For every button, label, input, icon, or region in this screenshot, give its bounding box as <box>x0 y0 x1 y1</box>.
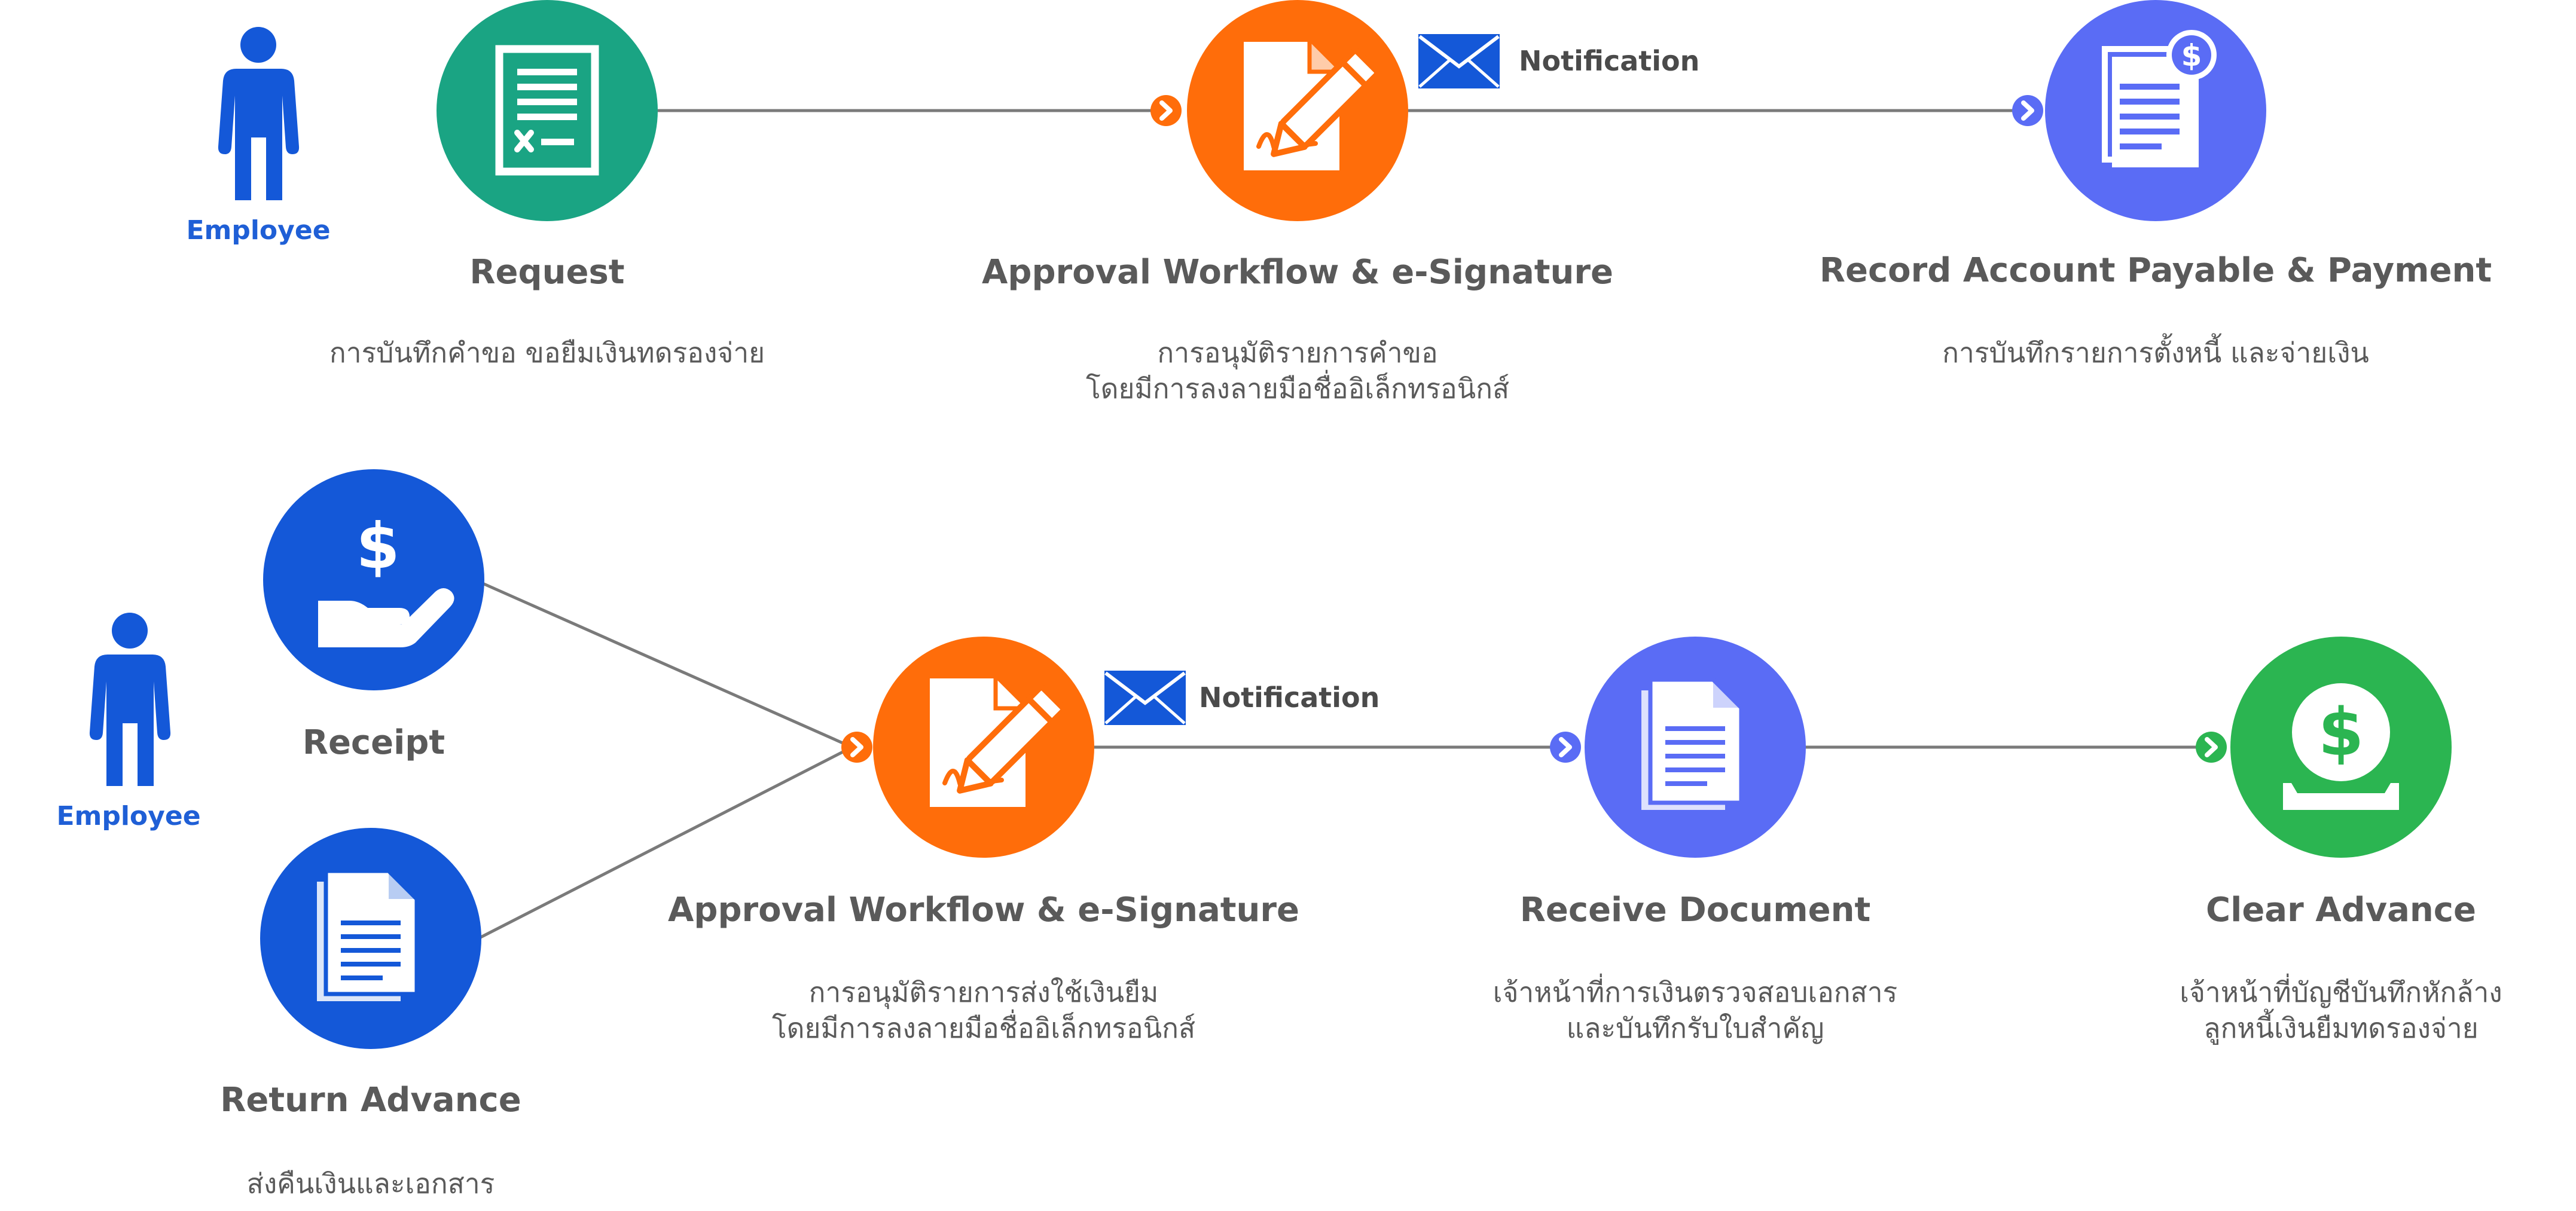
notification-label: Notification <box>1519 45 1700 77</box>
clear-advance-desc-line-2: ลูกหนี้เงินยืมทดรองจ่าย <box>2203 1012 2479 1044</box>
notification-label: Notification <box>1199 681 1380 714</box>
coin-tray-icon: $ <box>2283 683 2399 810</box>
clear-advance-desc-line-1: เจ้าหน้าที่บัญชีบันทึกหักล้าง <box>2180 976 2502 1008</box>
approval-node[interactable] <box>873 637 1094 858</box>
arrow-marker <box>841 732 872 763</box>
payment-desc-line: การบันทึกรายการตั้งหนี้ และจ่ายเงิน <box>1942 337 2369 369</box>
payment-node[interactable]: $ <box>2045 0 2266 221</box>
invoice-dollar-icon: $ <box>2102 30 2217 167</box>
request-desc: การบันทึกคำขอ ขอยืมเงินทดรองจ่าย <box>158 335 936 371</box>
clear-advance-node[interactable]: $ <box>2230 637 2452 858</box>
request-node[interactable] <box>437 0 658 221</box>
connector-return-approval <box>477 745 853 940</box>
svg-text:$: $ <box>2181 38 2202 73</box>
payment-desc: การบันทึกรายการตั้งหนี้ และจ่ายเงิน <box>1767 335 2544 371</box>
request-title: Request <box>469 253 625 292</box>
documents-icon <box>317 869 419 1001</box>
svg-text:$: $ <box>2318 694 2364 770</box>
arrow-marker <box>2012 95 2043 126</box>
return-advance-desc-line: ส่งคืนเงินและเอกสาร <box>246 1167 495 1200</box>
sign-document-icon <box>930 678 1066 807</box>
receipt-title: Receipt <box>302 723 445 762</box>
arrow-marker <box>1150 95 1182 126</box>
receive-document-node[interactable] <box>1585 637 1806 858</box>
document-icon <box>1641 677 1744 810</box>
request-desc-line: การบันทึกคำขอ ขอยืมเงินทดรองจ่าย <box>329 337 765 369</box>
employee-icon <box>89 613 171 786</box>
receive-document-title: Receive Document <box>1519 891 1871 929</box>
approval-desc: การอนุมัติรายการส่งใช้เงินยืม โดยมีการลง… <box>595 974 1372 1046</box>
return-advance-node[interactable] <box>260 828 481 1049</box>
return-advance-title: Return Advance <box>220 1081 521 1120</box>
receive-document-desc-line-2: และบันทึกรับใบสำคัญ <box>1566 1012 1824 1044</box>
receive-document-desc: เจ้าหน้าที่การเงินตรวจสอบเอกสาร และบันทึ… <box>1307 974 2084 1046</box>
approval-title: Approval Workflow & e-Signature <box>982 253 1613 292</box>
approval-desc-line-2: โดยมีการลงลายมือชื่ออิเล็กทรอนิกส์ <box>1085 372 1510 405</box>
clear-advance-title: Clear Advance <box>2206 891 2476 929</box>
approval-desc-line-1: การอนุมัติรายการส่งใช้เงินยืม <box>808 976 1159 1008</box>
arrow-marker <box>2196 732 2227 763</box>
connector-receipt-approval <box>480 581 853 749</box>
employee-label: Employee <box>186 215 331 246</box>
approval-node[interactable] <box>1187 0 1408 221</box>
approval-desc-line-2: โดยมีการลงลายมือชื่ออิเล็กทรอนิกส์ <box>771 1012 1196 1044</box>
receive-document-desc-line-1: เจ้าหน้าที่การเงินตรวจสอบเอกสาร <box>1493 976 1898 1008</box>
hand-dollar-icon: $ <box>318 510 454 647</box>
envelope-icon <box>1418 34 1500 88</box>
envelope-icon <box>1104 671 1186 725</box>
approval-desc: การอนุมัติรายการคำขอ โดยมีการลงลายมือชื่… <box>909 335 1686 406</box>
approval-title: Approval Workflow & e-Signature <box>668 891 1299 929</box>
clear-advance-desc: เจ้าหน้าที่บัญชีบันทึกหักล้าง ลูกหนี้เงิ… <box>1952 974 2576 1046</box>
employee-label: Employee <box>56 801 201 831</box>
form-document-icon <box>495 45 599 176</box>
sign-document-icon <box>1244 42 1380 170</box>
return-advance-desc: ส่งคืนเงินและเอกสาร <box>0 1166 759 1201</box>
approval-desc-line-1: การอนุมัติรายการคำขอ <box>1157 337 1438 369</box>
svg-text:$: $ <box>356 510 399 583</box>
employee-icon <box>218 27 300 200</box>
arrow-marker <box>1550 732 1581 763</box>
receipt-node[interactable]: $ <box>263 469 484 690</box>
payment-title: Record Account Payable & Payment <box>1819 251 2492 290</box>
